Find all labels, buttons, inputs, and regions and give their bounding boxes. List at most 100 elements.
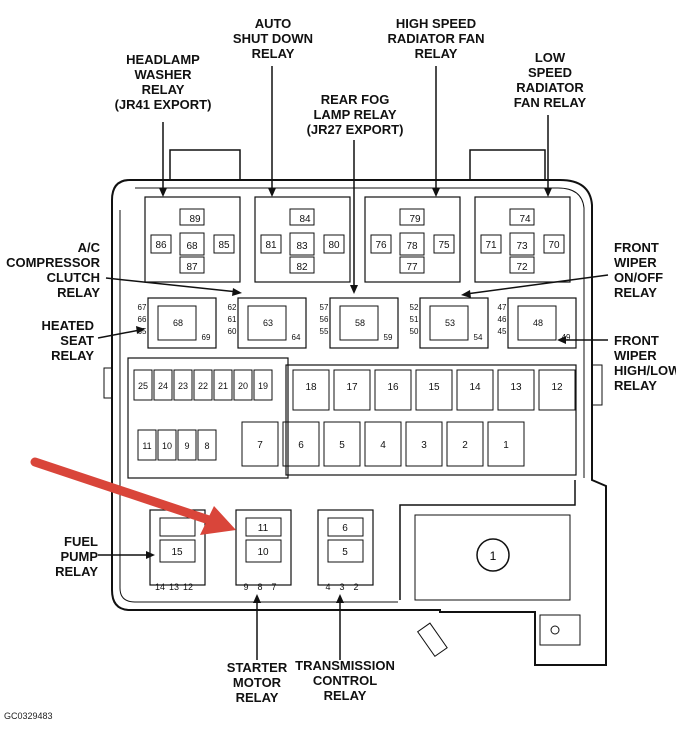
fuse-number: 3 [421, 440, 427, 451]
top-relay-frame [254, 196, 351, 283]
top-relay-pin-label: 74 [519, 214, 531, 225]
top-relay-pin-top [509, 208, 535, 226]
bottom-relay-mid-slot [327, 539, 364, 563]
top-relay-pin-top [179, 208, 205, 226]
bottom-relay-frame [317, 509, 374, 586]
latch-left [416, 622, 448, 657]
top-relay-pin-bottom [399, 256, 425, 274]
small-fuse-number: 11 [142, 441, 151, 451]
small-fuse [173, 369, 193, 401]
fuse-number: 4 [380, 440, 386, 451]
fuse-number: 18 [305, 382, 317, 393]
fuse-cavity [446, 421, 484, 467]
mini-relay-frame [419, 297, 489, 349]
small-fuse-number: 10 [162, 441, 172, 451]
small-fuse-number: 19 [258, 381, 268, 391]
mini-relay-pin-label: 63 [263, 318, 273, 328]
small-fuse [193, 369, 213, 401]
bottom-relay-pin-label: 2 [353, 582, 358, 592]
top-relay-pin-label: 75 [438, 240, 450, 251]
fuse-number: 5 [339, 440, 345, 451]
front-wiper-highlow-relay-label: FRONT WIPER HIGH/LOW RELAY [614, 333, 676, 393]
fuse-block-outline [127, 357, 289, 479]
mini-relay-pin-label: 53 [445, 318, 455, 328]
fuse-number: 14 [469, 382, 481, 393]
mini-relay-pin-label: 56 [320, 315, 329, 324]
top-relay-pin-label: 72 [516, 262, 528, 273]
fuel-pump-relay-label: FUEL PUMP RELAY [55, 534, 98, 579]
top-relay-pin-label: 71 [485, 240, 497, 251]
mini-relay-body [339, 305, 379, 341]
top-relay-pin-label: 87 [186, 262, 198, 273]
lower-panel [414, 514, 571, 601]
top-relay-pin-label: 68 [186, 241, 198, 252]
top-tab-right [469, 149, 546, 180]
big-fuse-number: 1 [490, 549, 497, 563]
bottom-relay-pin-label: 9 [243, 582, 248, 592]
fuse-number: 7 [257, 440, 263, 451]
small-fuse [133, 369, 153, 401]
top-relay-pin-left [150, 234, 172, 254]
mini-relay-pin-label: 48 [533, 318, 543, 328]
fuse-cavity [282, 421, 320, 467]
housing-outline [111, 179, 607, 666]
mini-relay-frame [507, 297, 577, 349]
housing-inner-outline [135, 187, 585, 478]
mini-relay-pin-label: 49 [562, 333, 571, 342]
small-fuse-number: 8 [204, 441, 209, 451]
mini-relay-pin-label: 64 [292, 333, 301, 342]
mini-relay-pin-label: 65 [138, 327, 147, 336]
fuse-number: 2 [462, 440, 468, 451]
mini-relay-pin-label: 46 [498, 315, 507, 324]
top-relay-pin-label: 89 [189, 214, 201, 225]
fuse-cavity [415, 369, 453, 411]
bottom-relay-top-slot [327, 517, 364, 537]
small-fuse [197, 429, 217, 461]
mini-relay-pin-label: 47 [498, 303, 507, 312]
mini-relay-pin-label: 67 [138, 303, 147, 312]
mini-relay-pin-label: 61 [228, 315, 237, 324]
top-relay-pin-center [399, 232, 425, 256]
top-relay-pin-right [543, 234, 565, 254]
mini-relay-frame [237, 297, 307, 349]
fuse-cavity [364, 421, 402, 467]
small-fuse [253, 369, 273, 401]
bottom-relay-pin-label: 14 [155, 582, 165, 592]
fuse-cavity [405, 421, 443, 467]
small-fuse [157, 429, 177, 461]
mini-relay-row: 6766656869626160636457565558595251505354… [138, 297, 577, 349]
top-relay-pin-label: 86 [155, 240, 167, 251]
heated-seat-relay-label: HEATED SEAT RELAY [41, 318, 94, 363]
small-fuse [153, 369, 173, 401]
lower-divider [399, 480, 576, 600]
top-relay-pin-label: 73 [516, 241, 528, 252]
mini-relay-pin-label: 55 [320, 327, 329, 336]
top-relay-pin-center [289, 232, 315, 256]
fuse-number: 12 [551, 382, 563, 393]
housing-lower-inner [119, 210, 398, 603]
bottom-relay-pin-label: 13 [169, 582, 179, 592]
bottom-relay-pin-label: 4 [325, 582, 330, 592]
small-fuse [137, 429, 157, 461]
fuse-cavity [374, 369, 412, 411]
right-fuse-block-outline [285, 364, 577, 476]
top-relay-pin-left [370, 234, 392, 254]
top-relay-pin-left [480, 234, 502, 254]
top-relay-pin-center [509, 232, 535, 256]
top-relay-pin-label: 80 [328, 240, 340, 251]
small-fuse [213, 369, 233, 401]
fuse-cavity [538, 369, 576, 411]
top-relay-pin-label: 85 [218, 240, 230, 251]
top-relay-pin-label: 82 [296, 262, 308, 273]
top-relay-pin-center [179, 232, 205, 256]
top-relay-pin-bottom [289, 256, 315, 274]
top-relay-pin-label: 78 [406, 241, 418, 252]
fuse-cavity [241, 421, 279, 467]
mini-relay-pin-label: 54 [474, 333, 483, 342]
mini-relay-pin-label: 69 [202, 333, 211, 342]
mini-relay-pin-label: 68 [173, 318, 183, 328]
leader-arrowheads [136, 188, 566, 603]
